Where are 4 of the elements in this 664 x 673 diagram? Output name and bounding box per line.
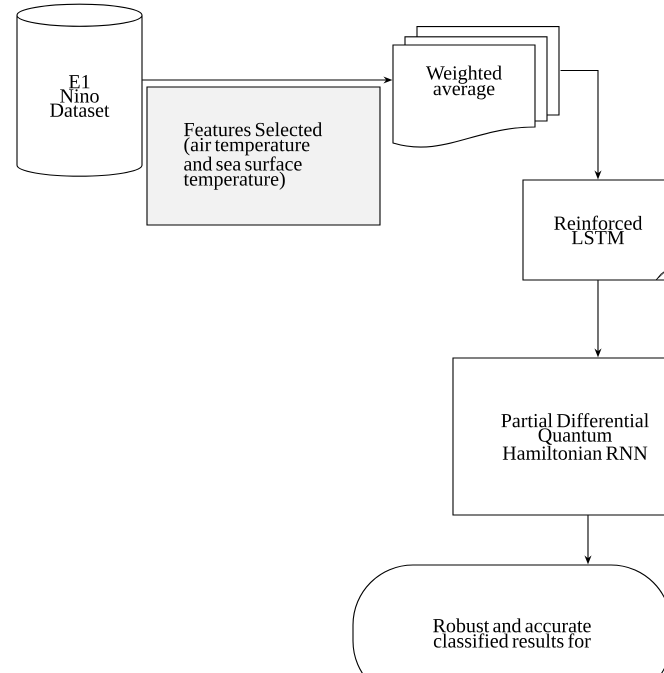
database-cylinder: E1 Nino Dataset [16, 4, 143, 177]
document-box: Partial Differential Quantum Hamiltonian RNN [452, 357, 664, 516]
feature-box: Features Selected (air temperature and sea surface temperature) [146, 86, 381, 226]
document-box: Reinforced LSTM [522, 179, 664, 281]
